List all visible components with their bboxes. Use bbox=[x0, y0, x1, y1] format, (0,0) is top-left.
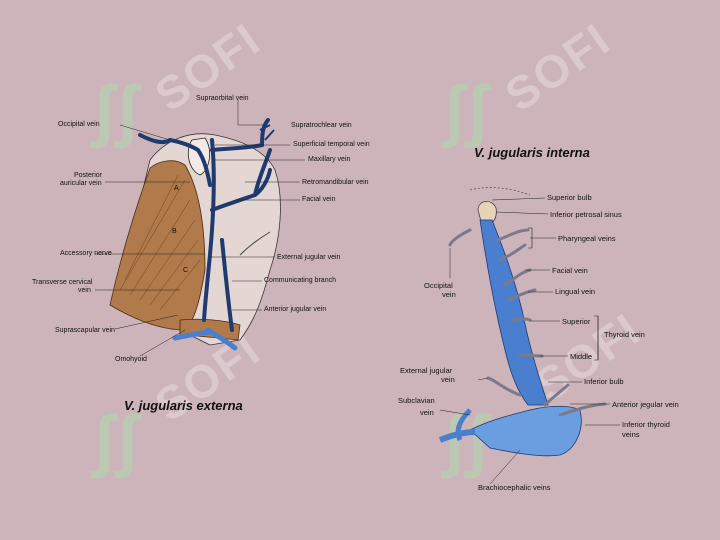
label-retromandibular-vein: Retromandibular vein bbox=[302, 179, 369, 186]
label-transverse-cervical-1: Transverse cervical bbox=[32, 279, 93, 286]
label-inferior-thyroid-2: veins bbox=[622, 430, 640, 439]
label-anterior-jugular-vein: Anterior jugular vein bbox=[264, 306, 327, 313]
label-inferior-bulb: Inferior bulb bbox=[584, 377, 624, 386]
label-inferior-thyroid-1: Inferior thyroid bbox=[622, 420, 670, 429]
region-label-c: C bbox=[183, 267, 189, 274]
label-occipital-vein: Occipital vein bbox=[58, 121, 100, 128]
label-superficial-temporal-vein: Superficial temporal vein bbox=[293, 141, 370, 148]
label-posterior-auricular-2: auricular vein bbox=[60, 180, 102, 187]
label-anterior-jugular-vein: Anterior jegular vein bbox=[612, 400, 679, 409]
label-thyroid-superior: Superior bbox=[562, 317, 591, 326]
label-accessory-nerve: Accessory nerve bbox=[60, 250, 112, 257]
label-external-jugular-1: External jugular bbox=[400, 366, 453, 375]
label-omohyoid: Omohyoid bbox=[115, 356, 147, 363]
caption-internal-jugular: V. jugularis interna bbox=[474, 145, 590, 160]
watermark-logo: ʃʃ bbox=[442, 71, 489, 149]
label-occipital-1: Occipital bbox=[424, 281, 453, 290]
label-brachiocephalic-veins: Brachiocephalic veins bbox=[478, 483, 551, 492]
label-supraorbital-vein: Supraorbital vein bbox=[196, 95, 249, 102]
caption-external-jugular: V. jugularis externa bbox=[124, 398, 243, 413]
label-inferior-petrosal-sinus: Inferior petrosal sinus bbox=[550, 210, 622, 219]
label-subclavian-2: vein bbox=[420, 408, 434, 417]
label-external-jugular-2: vein bbox=[441, 375, 455, 384]
label-pharyngeal-veins: Pharyngeal veins bbox=[558, 234, 616, 243]
label-subclavian-1: Subclavian bbox=[398, 396, 435, 405]
label-thyroid-middle: Middle bbox=[570, 352, 593, 361]
watermark-logo: ʃʃ bbox=[92, 401, 139, 479]
watermark-logo: ʃʃ bbox=[92, 71, 139, 149]
label-communicating-branch: Communicating branch bbox=[264, 277, 336, 284]
label-thyroid-vein: Thyroid vein bbox=[604, 330, 645, 339]
label-suprascapular-vein: Suprascapular vein bbox=[55, 327, 115, 334]
label-transverse-cervical-2: vein bbox=[78, 287, 91, 294]
region-label-a: A bbox=[174, 185, 179, 192]
label-external-jugular-vein: External jugular vein bbox=[277, 254, 341, 261]
label-facial-vein: Facial vein bbox=[552, 266, 588, 275]
label-maxillary-vein: Maxillary vein bbox=[308, 156, 351, 163]
label-posterior-auricular-1: Posterior bbox=[74, 172, 103, 179]
label-lingual-vein: Lingual vein bbox=[555, 287, 596, 296]
region-label-b: B bbox=[172, 228, 177, 235]
label-occipital-2: vein bbox=[442, 290, 456, 299]
label-supratrochlear-vein: Supratrochlear vein bbox=[291, 122, 352, 129]
label-superior-bulb: Superior bulb bbox=[547, 193, 592, 202]
label-facial-vein: Facial vein bbox=[302, 196, 336, 203]
